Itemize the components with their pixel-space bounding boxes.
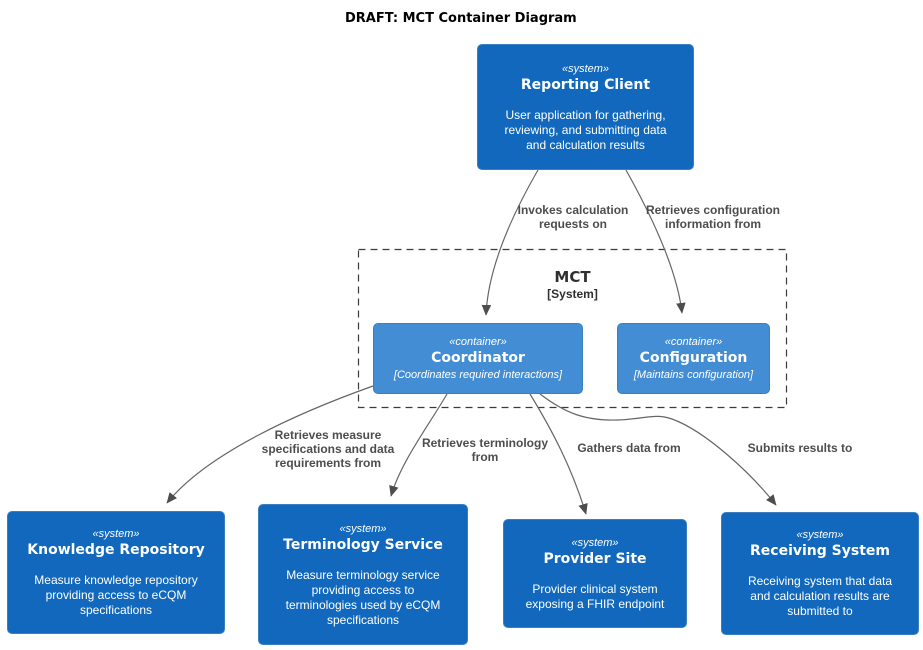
mct-boundary-label: MCT [System] (480, 268, 665, 301)
provider-site-title: Provider Site (543, 550, 647, 567)
edge-label-invokes-calculation: Invokes calculation requests on (517, 203, 629, 231)
knowledge-repository-description: Measure knowledge repository providing a… (34, 573, 198, 617)
reporting-client-stereotype: «system» (561, 62, 610, 75)
edge-label-retrieves-configuration: Retrieves configuration information from (645, 203, 781, 231)
edge-retrieves-measure-path (166, 385, 374, 504)
mct-boundary-name: MCT (554, 268, 591, 286)
mct-boundary-outline (357, 248, 788, 409)
coordinator-stereotype: «container» (449, 336, 507, 348)
node-configuration: «container» Configuration [Maintains con… (617, 323, 770, 394)
receiving-system-title: Receiving System (750, 543, 890, 559)
reporting-client-title: Reporting Client (520, 76, 651, 93)
edge-retrieves-configuration-path (625, 169, 686, 314)
terminology-service-title: Terminology Service (283, 536, 443, 553)
coordinator-title: Coordinator (431, 350, 525, 366)
knowledge-repository-title: Knowledge Repository (27, 542, 205, 558)
node-provider-site: «system» Provider Site Provider clinical… (503, 519, 687, 628)
receiving-system-description: Receiving system that data and calculati… (747, 574, 893, 618)
configuration-title: Configuration (639, 350, 748, 366)
receiving-system-stereotype: «system» (796, 529, 844, 541)
node-knowledge-repository: «system» Knowledge Repository Measure kn… (7, 511, 225, 634)
edge-gathers-data-path (529, 393, 588, 515)
coordinator-description: [Coordinates required interactions] (393, 369, 563, 381)
edge-submits-results-path (539, 393, 777, 506)
page-title: DRAFT: MCT Container Diagram (345, 11, 577, 26)
terminology-service-description: Measure terminology service providing ac… (285, 567, 441, 627)
edge-label-retrieves-measure: Retrieves measure specifications and dat… (261, 428, 395, 470)
knowledge-repository-stereotype: «system» (92, 528, 140, 540)
node-terminology-service: «system» Terminology Service Measure ter… (258, 504, 468, 645)
provider-site-description: Provider clinical system exposing a FHIR… (525, 581, 665, 611)
edge-label-retrieves-terminology: Retrieves terminology from (421, 436, 549, 464)
configuration-stereotype: «container» (664, 336, 723, 348)
provider-site-stereotype: «system» (571, 536, 619, 549)
edge-label-submits-results: Submits results to (747, 441, 853, 455)
edge-invokes-calculation-path (481, 169, 539, 316)
reporting-client-description: User application for gathering, reviewin… (504, 107, 667, 152)
node-reporting-client: «system» Reporting Client User applicati… (477, 44, 694, 170)
terminology-service-stereotype: «system» (339, 522, 387, 535)
mct-boundary-type: [System] (547, 287, 598, 301)
edge-label-gathers-data: Gathers data from (577, 441, 681, 455)
edge-retrieves-terminology-path (389, 393, 448, 497)
node-receiving-system: «system» Receiving System Receiving syst… (721, 512, 919, 635)
configuration-description: [Maintains configuration] (633, 369, 754, 381)
node-coordinator: «container» Coordinator [Coordinates req… (373, 323, 583, 394)
